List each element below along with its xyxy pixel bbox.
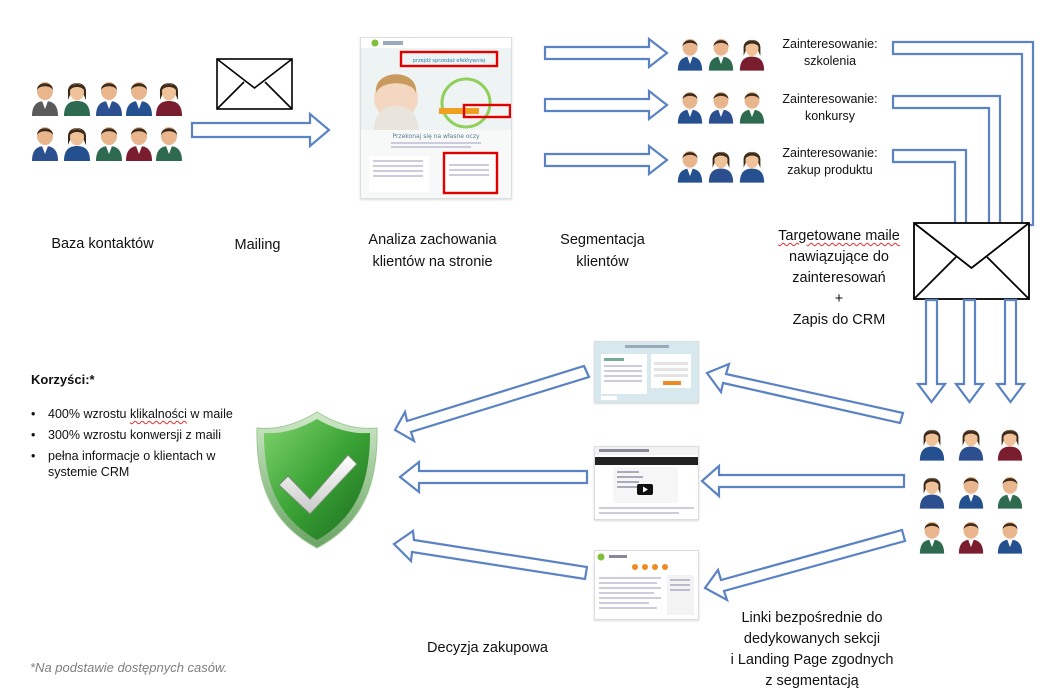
contacts-people-group — [32, 82, 182, 161]
segment-3-line2: zakup produktu — [787, 163, 873, 177]
segment-2-line1: Zainteresowanie: — [782, 92, 878, 106]
step-analysis-label: Analiza zachowania klientów na stronie — [345, 229, 520, 273]
targeted-line1-text: Targetowane maile — [778, 228, 900, 244]
segment-1-line1: Zainteresowanie: — [782, 37, 878, 51]
links-label: Linki bezpośrednie do dedykowanych sekcj… — [712, 608, 912, 692]
links-line3: i Landing Page zgodnych — [730, 652, 894, 668]
benefit-3-a: pełna informacje o klientach w systemie … — [48, 449, 216, 479]
arrow-to-segment-2 — [543, 88, 669, 122]
decision-label: Decyzja zakupowa — [405, 637, 570, 659]
success-shield-icon — [256, 411, 378, 549]
segment-1-label: Zainteresowanie: szkolenia — [770, 36, 890, 70]
website-screenshot: przejdź sprzedaż efektywniej Przekonaj s… — [360, 37, 512, 199]
step-segmentation-line2: klientów — [576, 254, 629, 270]
segment-3-people — [677, 150, 765, 183]
segment-2-label: Zainteresowanie: konkursy — [770, 91, 890, 125]
landing-page-2-graphic — [595, 447, 698, 514]
step-mailing-label: Mailing — [210, 234, 305, 256]
targeted-line5: Zapis do CRM — [792, 312, 886, 328]
recipients-people-group — [919, 429, 1023, 554]
segment-2-line2: konkursy — [804, 109, 856, 123]
benefits-list: 400% wzrostu klikalności w maile 300% wz… — [31, 406, 236, 480]
segment-1-people — [677, 38, 765, 71]
arrow-mailing-to-site — [190, 111, 331, 149]
benefit-item: 400% wzrostu klikalności w maile — [31, 406, 236, 422]
mailing-envelope-icon — [216, 58, 293, 110]
step-analysis-line2: klientów na stronie — [372, 254, 493, 270]
benefit-item: 300% wzrostu konwersji z maili — [31, 427, 236, 443]
website-headline: przejdź sprzedaż efektywniej — [413, 57, 486, 64]
segment-1-line2: szkolenia — [803, 54, 857, 68]
landing-page-3-graphic — [597, 553, 694, 615]
links-line1: Linki bezpośrednie do — [741, 610, 883, 626]
segment-3-line1: Zainteresowanie: — [782, 146, 878, 160]
step-contacts-label: Baza kontaktów — [30, 233, 175, 255]
targeted-line2: nawiązujące do — [789, 249, 889, 265]
landing-page-screenshot-1 — [594, 341, 699, 403]
footnote: *Na podstawie dostępnych casów. — [30, 660, 228, 675]
benefit-item: pełna informacje o klientach w systemie … — [31, 448, 236, 480]
arrow-to-segment-1 — [543, 36, 669, 70]
down-arrows — [915, 298, 1027, 404]
arrow-to-segment-3 — [543, 143, 669, 177]
benefit-1-a: 400% wzrostu — [48, 407, 130, 421]
targeted-line4: + — [834, 291, 844, 307]
landing-page-1-graphic — [595, 342, 698, 402]
step-contacts-text: Baza kontaktów — [51, 236, 154, 252]
benefits-title: Korzyści:* — [31, 372, 95, 387]
arrows-to-pages — [700, 362, 907, 603]
step-mailing-text: Mailing — [234, 237, 281, 253]
website-subhead: Przekonaj się na własne oczy — [392, 133, 480, 140]
landing-page-screenshot-2 — [594, 446, 699, 520]
website-mock-graphic: przejdź sprzedaż efektywniej Przekonaj s… — [361, 38, 511, 195]
benefits-panel: Korzyści:* 400% wzrostu klikalności w ma… — [31, 372, 236, 485]
benefit-2-a: 300% wzrostu konwersji z maili — [48, 428, 221, 442]
targeted-line3: zainteresowań — [792, 270, 886, 286]
links-line2: dedykowanych sekcji — [743, 631, 881, 647]
segment-2-people — [677, 91, 765, 124]
benefit-1-c: w maile — [186, 407, 233, 421]
step-segmentation-label: Segmentacja klientów — [540, 229, 665, 273]
targeted-mail-label: Targetowane maile nawiązujące do zainter… — [758, 226, 920, 331]
landing-page-screenshot-3 — [594, 550, 699, 620]
targeted-line1: Targetowane maile — [758, 226, 920, 247]
segment-pipes — [891, 40, 1035, 227]
step-analysis-line1: Analiza zachowania — [368, 232, 497, 248]
step-segmentation-line1: Segmentacja — [560, 232, 645, 248]
links-line4: z segmentacją — [765, 673, 859, 689]
benefit-1-b: klikalności — [129, 407, 187, 421]
arrows-to-shield — [392, 364, 591, 581]
targeted-mail-envelope-icon — [913, 222, 1030, 300]
decision-text: Decyzja zakupowa — [427, 640, 548, 656]
segment-3-label: Zainteresowanie: zakup produktu — [770, 145, 890, 179]
